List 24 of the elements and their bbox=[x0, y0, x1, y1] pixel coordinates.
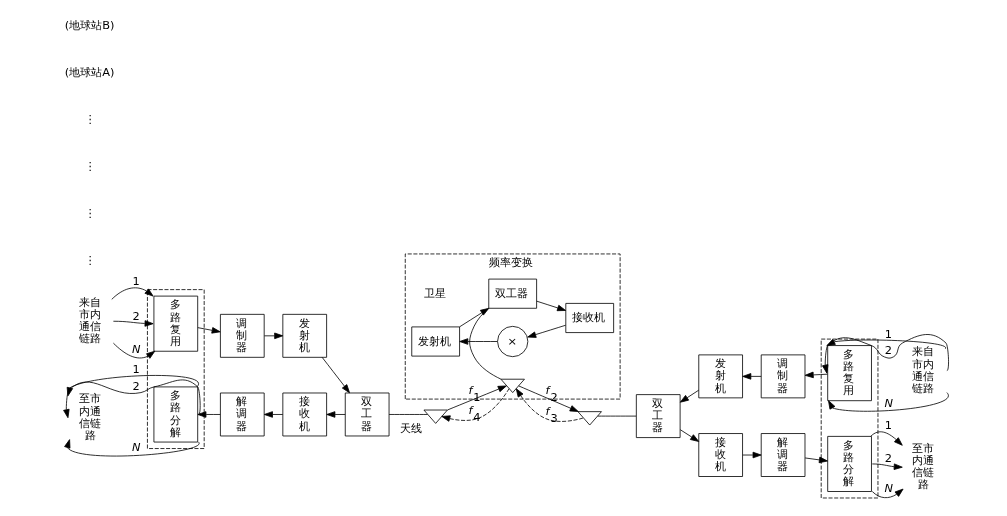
edge-label: N bbox=[884, 480, 893, 495]
edge-label: 2 bbox=[884, 450, 893, 465]
label: ⋮ bbox=[84, 206, 96, 221]
edge-label: 1 bbox=[884, 326, 893, 341]
node-text: 至市内通信链路 bbox=[78, 391, 101, 442]
node-text: 来自市内通信链路 bbox=[78, 295, 101, 346]
edge-label: 1 bbox=[884, 418, 893, 433]
edge-label: 1 bbox=[132, 273, 140, 288]
node-label: 卫星 bbox=[423, 286, 446, 301]
node-text: 来自市内通信链路 bbox=[912, 344, 935, 395]
edge-label: N bbox=[132, 440, 141, 455]
edge-label: N bbox=[132, 342, 141, 357]
edge-label: 2 bbox=[132, 308, 140, 323]
label: ⋮ bbox=[84, 253, 96, 268]
edge-label: 1 bbox=[132, 362, 140, 377]
edge-label: 2 bbox=[132, 378, 140, 393]
node-text: 至市内通信链路 bbox=[912, 440, 935, 492]
edge-label: N bbox=[884, 395, 893, 410]
label: (地球站A) bbox=[64, 65, 115, 80]
label: (地球站B) bbox=[64, 18, 115, 33]
edge-label: 2 bbox=[884, 342, 893, 357]
label: ⋮ bbox=[84, 159, 96, 174]
node-label: 天线 bbox=[400, 421, 423, 436]
label: ⋮ bbox=[84, 112, 96, 127]
